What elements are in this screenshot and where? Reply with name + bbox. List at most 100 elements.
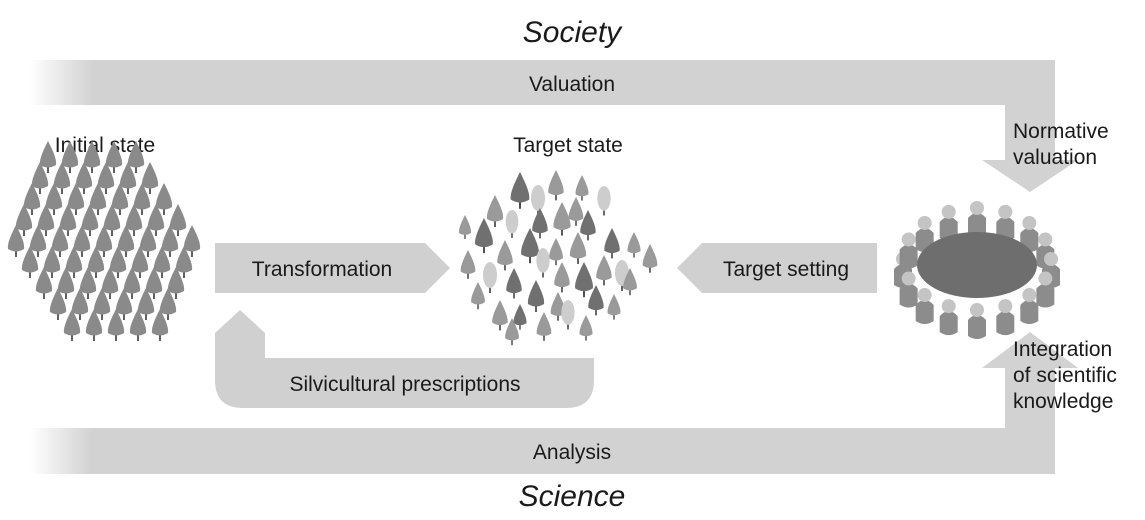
society-label: Society (523, 16, 623, 49)
conifer-tree-icon (532, 208, 548, 239)
transformation-arrow: Transformation (215, 243, 450, 293)
conifer-tree-icon (137, 288, 155, 320)
conifer-tree-icon (125, 204, 143, 236)
conifer-tree-icon (95, 225, 113, 257)
conifer-tree-icon (59, 204, 77, 236)
conifer-tree-icon (175, 246, 193, 278)
conifer-tree-icon (141, 162, 159, 194)
conifer-tree-icon (39, 141, 57, 173)
conifer-tree-icon (549, 238, 563, 266)
conifer-tree-icon (151, 309, 169, 341)
conifer-tree-icon (75, 162, 93, 194)
conifer-tree-icon (85, 309, 103, 341)
conifer-tree-icon (21, 246, 39, 278)
conifer-tree-icon (81, 204, 99, 236)
integration-up-arrow (982, 332, 1078, 430)
conifer-tree-icon (569, 232, 587, 264)
science-label: Science (519, 480, 626, 513)
deciduous-tree-icon (531, 185, 545, 216)
conifer-tree-icon (7, 225, 25, 257)
conifer-tree-icon (129, 309, 147, 341)
conifer-tree-icon (458, 215, 472, 239)
initial-forest (7, 141, 201, 341)
conifer-tree-icon (37, 204, 55, 236)
conifer-tree-icon (604, 228, 620, 259)
person-icon (1020, 288, 1039, 325)
conifer-tree-icon (49, 288, 67, 320)
conifer-tree-icon (61, 141, 79, 173)
conifer-tree-icon (147, 204, 165, 236)
conifer-tree-icon (65, 246, 83, 278)
conifer-tree-icon (575, 262, 593, 298)
conifer-tree-icon (548, 170, 564, 201)
conifer-tree-icon (87, 246, 105, 278)
initial-state-label: Initial state (55, 134, 155, 157)
conifer-tree-icon (83, 141, 101, 173)
conifer-tree-icon (111, 183, 129, 215)
normative-valuation-label: Normative valuation (1013, 120, 1115, 169)
conifer-tree-icon (513, 304, 527, 330)
conifer-tree-icon (155, 183, 173, 215)
conifer-tree-icon (521, 228, 539, 264)
conifer-tree-icon (460, 250, 476, 279)
target-setting-label: Target setting (723, 258, 849, 281)
conifer-tree-icon (596, 255, 612, 286)
conifer-tree-icon (492, 300, 508, 331)
conifer-tree-icon (43, 246, 61, 278)
person-icon (915, 288, 934, 325)
analysis-label-text: Analysis (533, 441, 611, 464)
conifer-tree-icon (579, 315, 593, 341)
conifer-tree-icon (67, 183, 85, 215)
conifer-tree-icon (580, 210, 596, 241)
conifer-tree-icon (123, 267, 141, 299)
meeting-table-icon (917, 232, 1037, 298)
conifer-tree-icon (35, 267, 53, 299)
conifer-tree-icon (475, 218, 493, 254)
conifer-tree-icon (575, 175, 589, 201)
silvicultural-prescriptions-arrow: Silvicultural prescriptions (215, 310, 594, 408)
conifer-tree-icon (497, 240, 513, 271)
silvicultural-label: Silvicultural prescriptions (289, 373, 520, 396)
person-icon (968, 201, 986, 237)
stakeholder-meeting (894, 201, 1060, 339)
conifer-tree-icon (169, 204, 187, 236)
conifer-tree-icon (506, 268, 522, 299)
conifer-tree-icon (79, 267, 97, 299)
valuation-band: Valuation (30, 60, 1078, 192)
conifer-tree-icon (161, 225, 179, 257)
conifer-tree-icon (45, 183, 63, 215)
deciduous-tree-icon (505, 210, 519, 238)
person-icon (899, 271, 918, 308)
conifer-tree-icon (31, 162, 49, 194)
conifer-tree-icon (554, 262, 570, 293)
person-icon (968, 303, 986, 339)
conifer-tree-icon (505, 318, 519, 346)
conifer-tree-icon (119, 162, 137, 194)
target-state-label: Target state (513, 134, 623, 157)
transformation-label: Transformation (252, 258, 392, 281)
conifer-tree-icon (71, 288, 89, 320)
conifer-tree-icon (15, 204, 33, 236)
conifer-tree-icon (133, 183, 151, 215)
conifer-tree-icon (89, 183, 107, 215)
conifer-tree-icon (167, 267, 185, 299)
conifer-tree-icon (57, 267, 75, 299)
conifer-tree-icon (131, 246, 149, 278)
analysis-band-body (30, 428, 1055, 474)
conifer-tree-icon (627, 232, 641, 258)
conifer-tree-icon (117, 225, 135, 257)
conifer-tree-icon (588, 285, 604, 316)
conifer-tree-icon (51, 225, 69, 257)
conifer-tree-icon (23, 183, 41, 215)
valuation-label: Valuation (529, 73, 615, 96)
conifer-tree-icon (127, 141, 145, 173)
conifer-tree-icon (145, 267, 163, 299)
conifer-tree-icon (642, 244, 658, 273)
conifer-tree-icon (53, 162, 71, 194)
conifer-tree-icon (73, 225, 91, 257)
person-icon (899, 232, 918, 269)
conifer-tree-icon (553, 202, 571, 236)
conifer-tree-icon (103, 204, 121, 236)
conifer-tree-icon (471, 282, 485, 310)
